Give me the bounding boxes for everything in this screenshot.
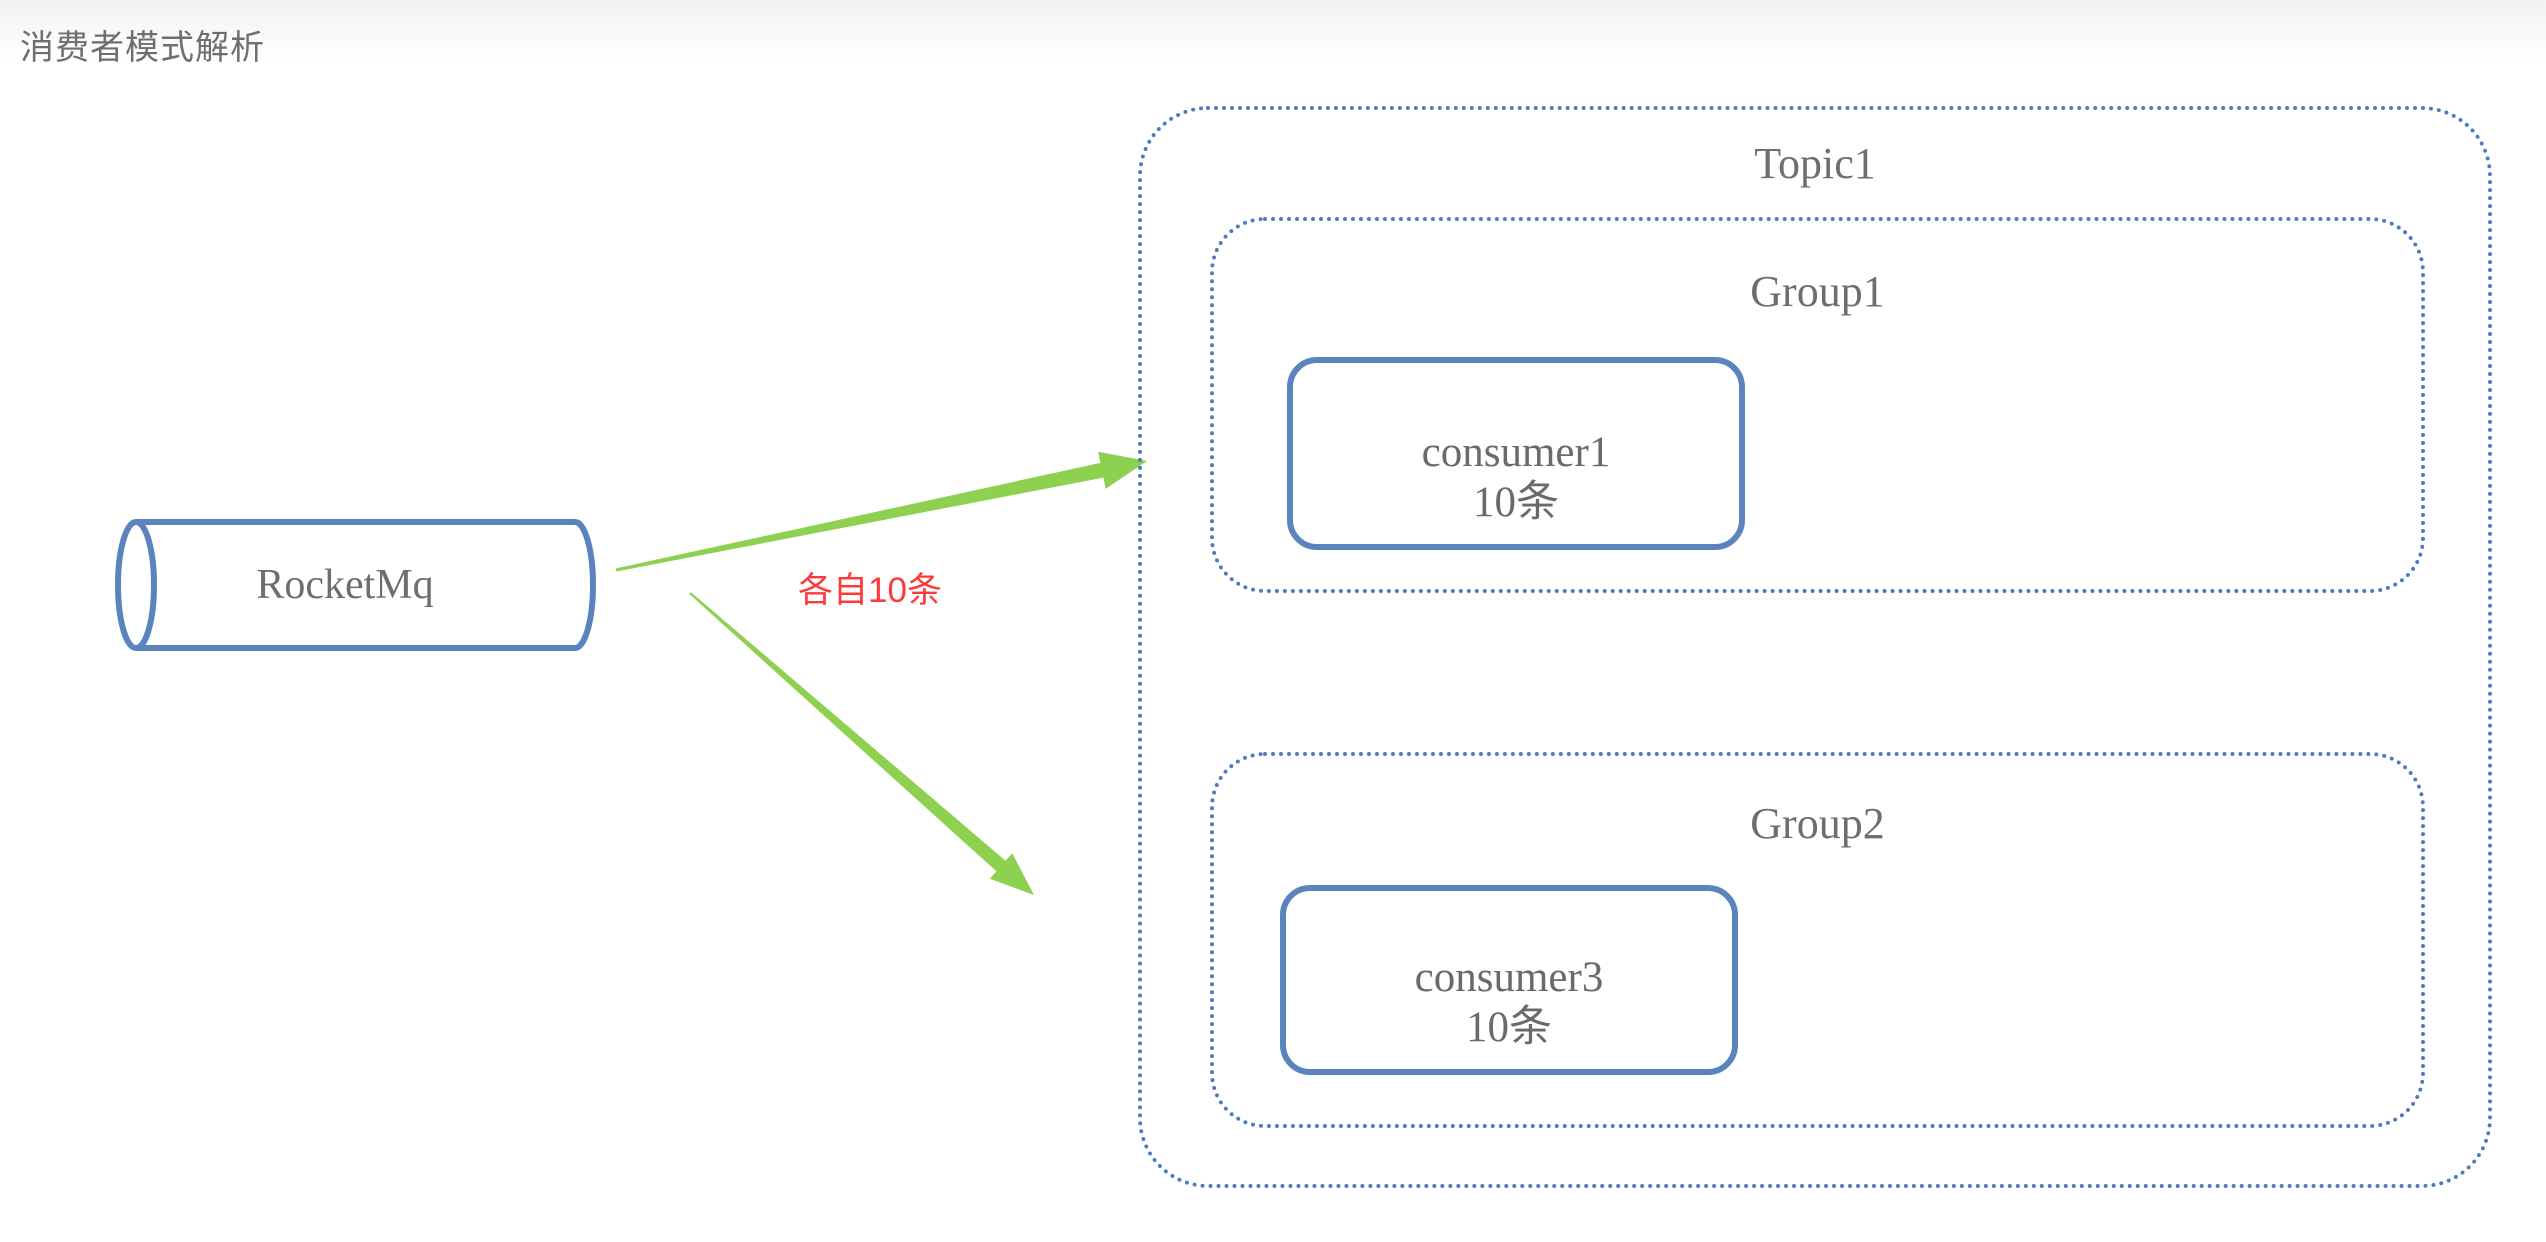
rocketmq-cylinder (115, 519, 596, 651)
topic1-label: Topic1 (1754, 139, 1876, 188)
cylinder-body (136, 519, 596, 651)
top-gradient-band (0, 0, 2546, 62)
group1-box (1210, 217, 2425, 593)
consumer1-name: consumer1 (1421, 429, 1611, 476)
cylinder-left-cap (115, 519, 157, 651)
consumer1-box: consumer1 10条 (1287, 357, 1745, 550)
group1-label: Group1 (1750, 267, 1885, 316)
consumer3-count: 10条 (1466, 1004, 1552, 1051)
group2-label: Group2 (1750, 799, 1885, 848)
arrow-annotation: 各自10条 (798, 571, 942, 610)
source-label: RocketMq (256, 562, 434, 608)
group2-box (1210, 752, 2425, 1128)
consumer3-name: consumer3 (1414, 954, 1604, 1001)
consumer3-box: consumer3 10条 (1280, 885, 1738, 1075)
arrow-to-group1-icon (615, 451, 1147, 572)
page-title: 消费者模式解析 (20, 30, 265, 67)
consumer1-count: 10条 (1473, 479, 1559, 526)
arrow-to-group2-icon (689, 592, 1034, 895)
topic1-box (1138, 106, 2492, 1188)
